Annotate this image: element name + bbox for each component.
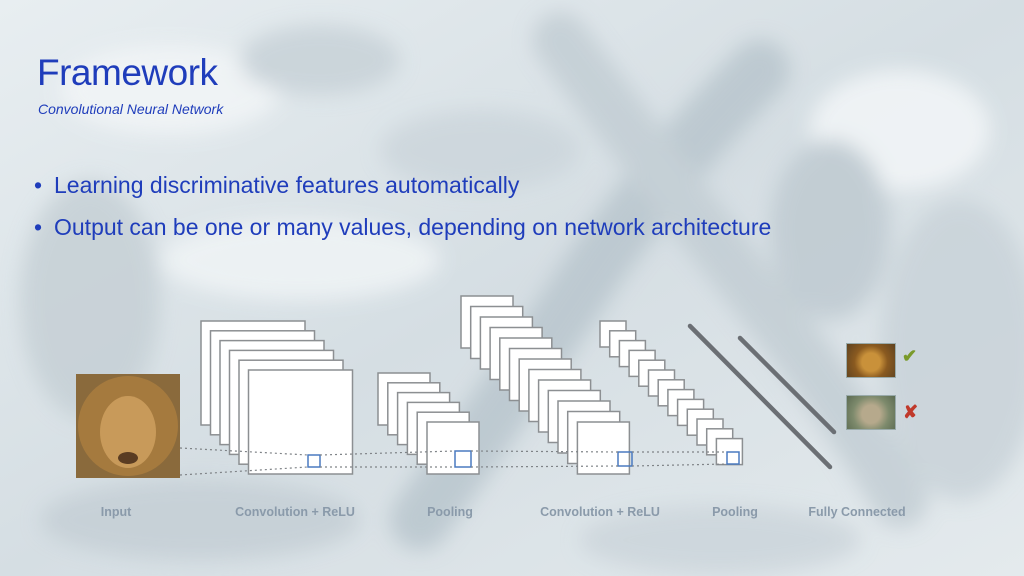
- connection-line: [631, 463, 728, 467]
- bullet-dot: •: [34, 214, 43, 240]
- slide-subtitle: Convolutional Neural Network: [38, 101, 224, 117]
- bullet-text: Learning discriminative features automat…: [54, 172, 520, 198]
- stage-label-pool2: Pooling: [712, 505, 758, 519]
- conv1-feature-map: [247, 369, 354, 475]
- bullet-list: • Learning discriminative features automa…: [34, 168, 771, 252]
- receptive-field-box: [726, 451, 740, 465]
- stage-label-fc: Fully Connected: [808, 505, 906, 519]
- receptive-field-box: [307, 454, 321, 468]
- lion-face: [100, 396, 156, 468]
- bullet-dot: •: [34, 172, 43, 198]
- bullet-text: Output can be one or many values, depend…: [54, 214, 772, 240]
- slide-title: Framework: [37, 52, 218, 93]
- receptive-field-box: [454, 450, 472, 468]
- lynx-thumbnail: [846, 395, 896, 430]
- check-icon: ✔: [902, 346, 918, 366]
- connection-line: [179, 466, 309, 476]
- lion-thumbnail: [846, 343, 896, 378]
- lion-nose: [118, 452, 138, 464]
- stage-label-pool1: Pooling: [427, 505, 473, 519]
- bullet-item: • Output can be one or many values, depen…: [34, 210, 771, 252]
- stage-label-conv1: Convolution + ReLU: [235, 505, 355, 519]
- fc-layer-bar: [737, 335, 837, 435]
- receptive-field-box: [617, 451, 633, 467]
- connection-line: [179, 447, 309, 456]
- bullet-item: • Learning discriminative features automa…: [34, 168, 771, 210]
- fc-layer-bar: [687, 323, 833, 470]
- cross-icon: ✘: [903, 402, 919, 422]
- stage-label-conv2: Convolution + ReLU: [540, 505, 660, 519]
- stage-label-input: Input: [100, 505, 132, 519]
